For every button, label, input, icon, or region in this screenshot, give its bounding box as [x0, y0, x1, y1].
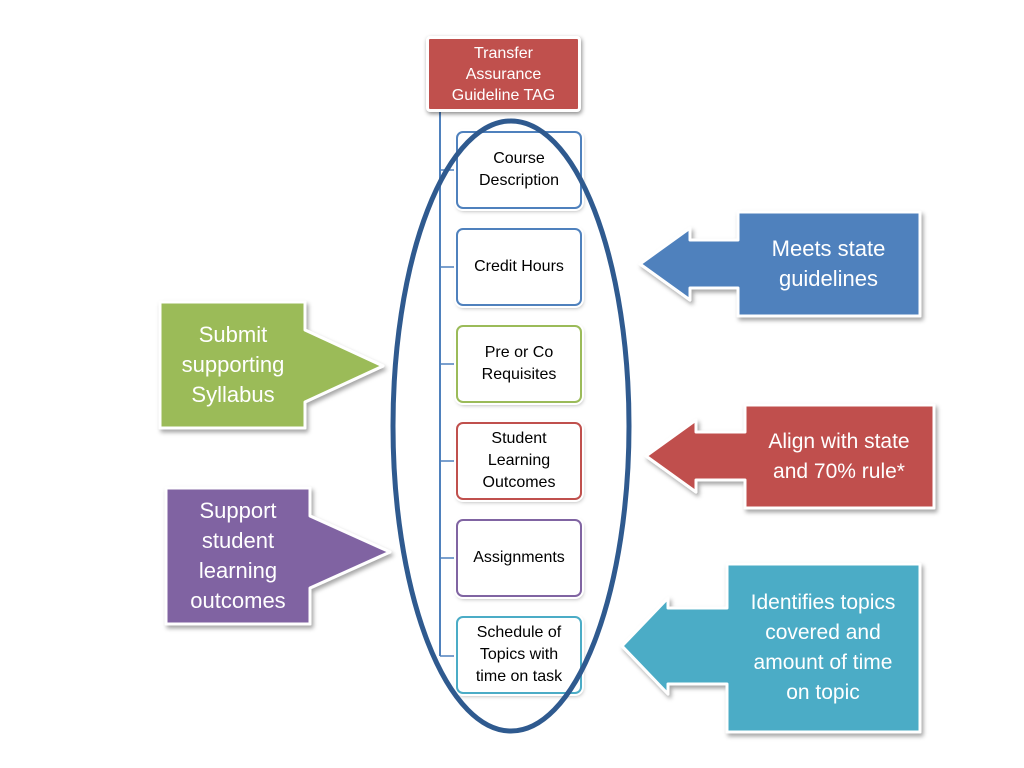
callout-line: Identifies topics	[750, 591, 896, 614]
node-course-description: Course Description	[456, 131, 582, 209]
node-line: Student	[491, 430, 547, 447]
node-student-learning-outcomes: Student Learning Outcomes	[456, 422, 582, 500]
callout-line: and 70% rule*	[773, 459, 905, 483]
node-line: Credit Hours	[474, 258, 564, 275]
callout-line: student	[201, 528, 275, 553]
root-line: Assurance	[465, 65, 542, 83]
node-line: Learning	[487, 452, 551, 469]
node-assignments: Assignments	[456, 519, 582, 597]
node-line: time on task	[475, 668, 563, 685]
arrow-left-green	[158, 300, 385, 430]
arrow-right-teal	[620, 562, 922, 734]
callout-line: Meets state	[771, 236, 886, 261]
callout-line: Submit	[198, 322, 268, 347]
node-line: Requisites	[481, 366, 557, 383]
root-line: Transfer	[474, 44, 533, 62]
node-line: Schedule of	[476, 624, 562, 641]
callout-support-outcomes: Support student learning outcomes	[169, 491, 307, 621]
callout-line: Align with state	[768, 429, 910, 453]
callout-line: amount of time	[753, 651, 893, 674]
callout-identifies-topics: Identifies topics covered and amount of …	[729, 567, 917, 729]
callout-line: on topic	[786, 681, 860, 704]
callout-line: outcomes	[190, 588, 286, 613]
arrow-right-blue	[638, 210, 922, 318]
callout-line: learning	[198, 558, 278, 583]
callout-line: guidelines	[778, 266, 879, 291]
arrow-right-red	[644, 403, 936, 510]
node-schedule-of-topics: Schedule of Topics with time on task	[456, 616, 582, 694]
callout-submit-syllabus: Submit supporting Syllabus	[163, 305, 303, 425]
callout-line: covered and	[765, 621, 881, 644]
callout-line: supporting	[181, 352, 285, 377]
node-line: Topics with	[479, 646, 559, 663]
callout-line: Syllabus	[191, 382, 275, 407]
root-line: Guideline TAG	[451, 86, 556, 104]
node-pre-co-requisites: Pre or Co Requisites	[456, 325, 582, 403]
node-line: Outcomes	[482, 474, 556, 491]
callout-align-state: Align with state and 70% rule*	[747, 408, 931, 505]
tag-root-node: Transfer Assurance Guideline TAG	[426, 36, 581, 112]
arrow-left-purple	[164, 486, 392, 626]
node-line: Description	[478, 172, 560, 189]
node-credit-hours: Credit Hours	[456, 228, 582, 306]
node-line: Course	[493, 150, 545, 167]
node-line: Pre or Co	[484, 344, 554, 361]
callout-meets-guidelines: Meets state guidelines	[740, 215, 917, 313]
callout-line: Support	[199, 498, 277, 523]
node-line: Assignments	[473, 549, 565, 566]
